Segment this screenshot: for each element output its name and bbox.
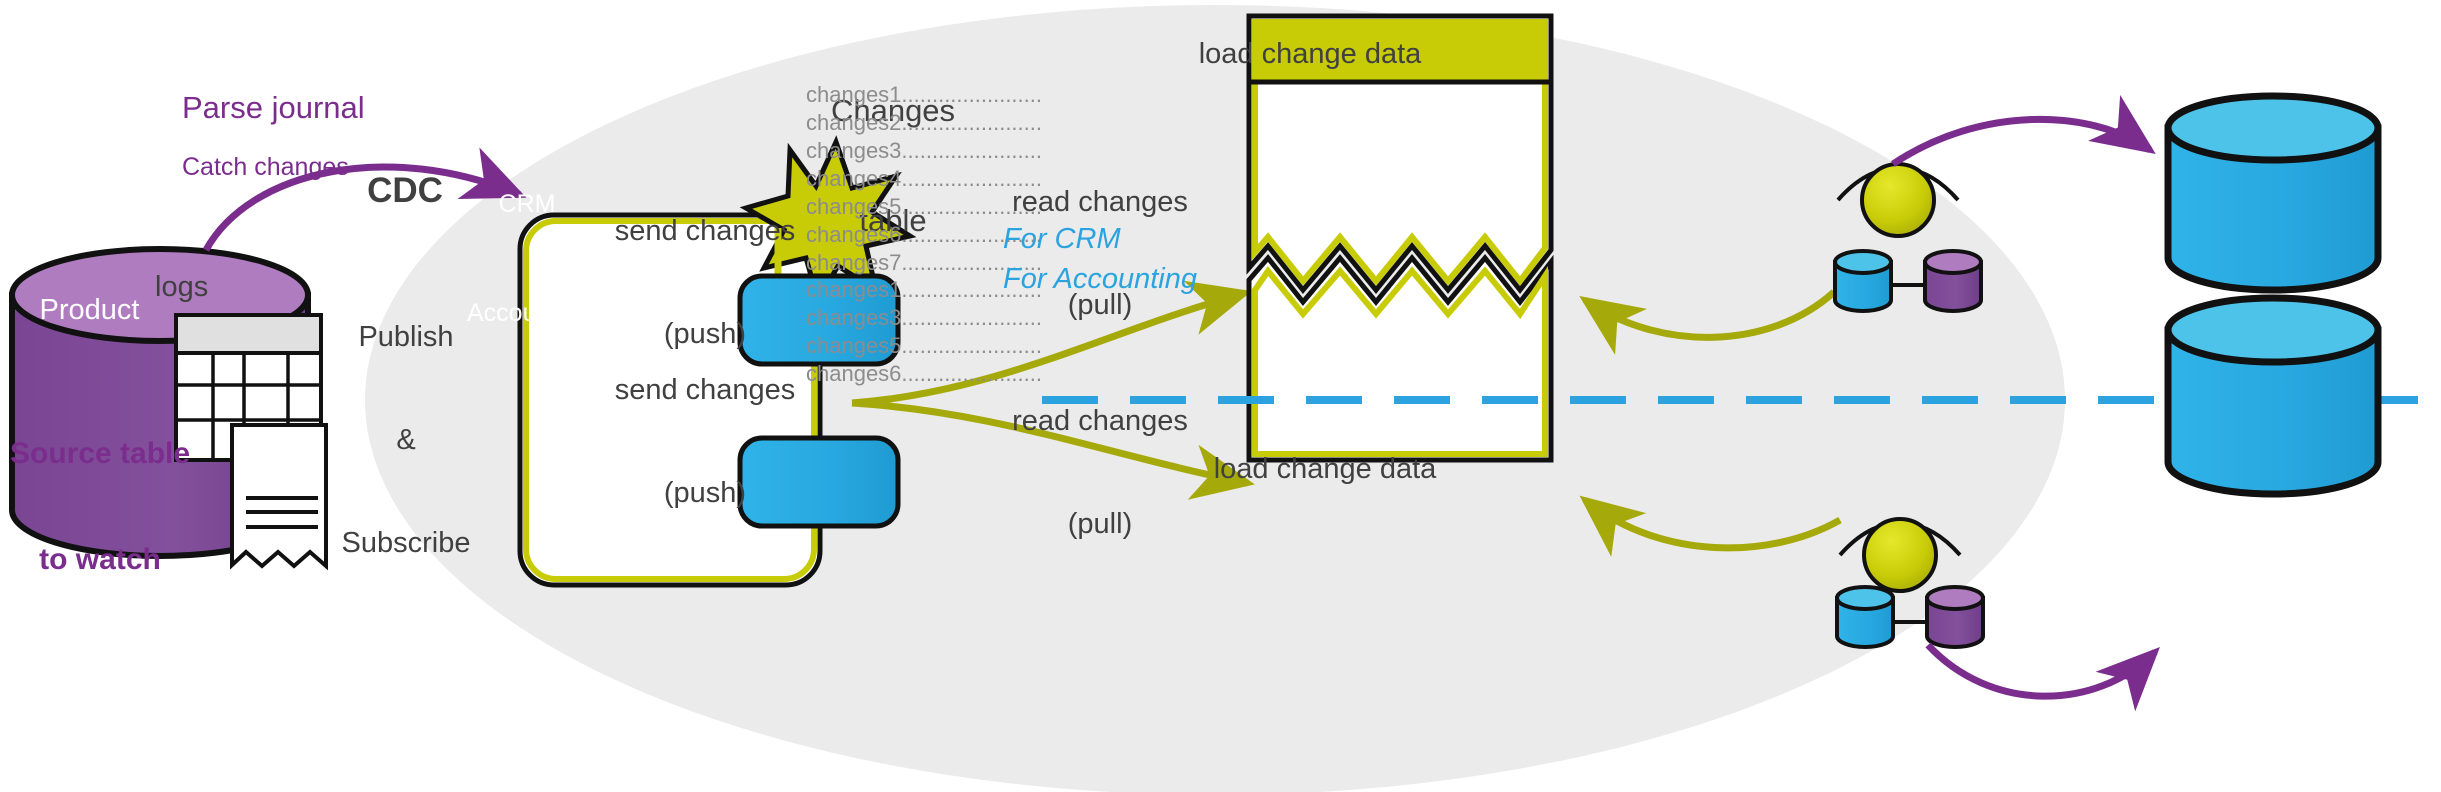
changes-upper-row: changes5....................... bbox=[806, 194, 1042, 219]
label-read-changes-bottom-line1: read changes bbox=[1012, 405, 1188, 438]
changes-upper-row: changes3....................... bbox=[806, 138, 1042, 163]
label-send-changes-bottom-line2: (push) bbox=[663, 477, 747, 510]
cdc-subtitle-line2: & bbox=[396, 424, 416, 457]
source-caption-line2: to watch bbox=[39, 542, 161, 576]
logs-document-icon bbox=[230, 423, 328, 571]
source-caption: Source table to watch bbox=[10, 365, 190, 648]
cdc-chip-accounting[interactable] bbox=[737, 435, 901, 529]
label-for-accounting: For Accounting bbox=[1003, 263, 1197, 295]
label-read-changes-bottom: read changes (pull) bbox=[1000, 336, 1200, 610]
etl-icon-bottom bbox=[1835, 517, 1985, 649]
cdc-subtitle: Publish & Subscribe bbox=[330, 252, 482, 628]
label-load-change-data-bottom: load change data bbox=[1213, 453, 1437, 485]
load-change-data-bottom-arrow bbox=[1925, 642, 2160, 712]
send-changes-top-arrow bbox=[851, 280, 1252, 407]
target-database-crm-label: CRM bbox=[1394, 148, 1452, 176]
logs-document-label: logs bbox=[155, 271, 209, 303]
cdc-subtitle-line3: Subscribe bbox=[341, 526, 471, 559]
changes-table-lower-rows: changes1....................... changes3.… bbox=[806, 276, 1042, 388]
read-changes-top-arrow bbox=[1579, 289, 1837, 355]
load-change-data-top-arrow bbox=[1891, 94, 2156, 167]
parse-journal-arrow bbox=[202, 147, 527, 252]
changes-table-title-line2: table bbox=[859, 202, 927, 238]
etl-icon-top bbox=[1833, 162, 1983, 313]
label-for-crm: For CRM bbox=[1003, 223, 1121, 255]
label-catch-changes: Catch changes bbox=[182, 153, 349, 181]
label-send-changes-top: send changes (push) bbox=[600, 146, 810, 420]
source-caption-line1: Source table bbox=[10, 436, 191, 470]
changes-table-title: Changes table bbox=[800, 20, 986, 313]
label-send-changes-top-line2: (push) bbox=[663, 318, 747, 351]
label-parse-journal: Parse journal bbox=[182, 90, 365, 125]
label-send-changes-bottom: send changes (push) bbox=[600, 305, 810, 579]
changes-upper-row: changes1....................... bbox=[806, 82, 1042, 107]
target-database-crm bbox=[2164, 92, 2382, 294]
cdc-chip-accounting-label[interactable]: Accounting bbox=[467, 299, 591, 327]
cdc-chip-crm-label[interactable]: CRM bbox=[498, 190, 556, 218]
label-send-changes-top-line1: send changes bbox=[614, 215, 796, 248]
changes-lower-row: changes3....................... bbox=[806, 305, 1042, 330]
changes-lower-row: changes1....................... bbox=[806, 277, 1042, 302]
label-send-changes-bottom-line1: send changes bbox=[614, 374, 796, 407]
changes-lower-row: changes6....................... bbox=[806, 361, 1042, 386]
label-read-changes-top-line2: (pull) bbox=[1067, 289, 1133, 322]
target-database-accounting-label: Accounting bbox=[1360, 352, 1484, 380]
changes-lower-row: changes5....................... bbox=[806, 333, 1042, 358]
changes-table-upper-rows: changes1....................... changes2.… bbox=[806, 81, 1042, 277]
changes-upper-row: changes2....................... bbox=[806, 110, 1042, 135]
target-database-accounting bbox=[2164, 294, 2382, 498]
label-read-changes-bottom-line2: (pull) bbox=[1067, 508, 1133, 541]
label-read-changes-top-line1: read changes bbox=[1012, 186, 1188, 219]
source-cylinder-label: Product bbox=[39, 294, 140, 326]
label-read-changes-top: read changes (pull) bbox=[1000, 117, 1200, 391]
changes-table bbox=[1246, 13, 1554, 463]
changes-table-title-line1: Changes bbox=[830, 93, 956, 129]
changes-upper-row: changes7....................... bbox=[806, 250, 1042, 275]
read-changes-bottom-arrow bbox=[1579, 495, 1842, 557]
label-load-change-data-top: load change data bbox=[1198, 38, 1422, 70]
changes-upper-row: changes4....................... bbox=[806, 166, 1042, 191]
changes-upper-row: changes6....................... bbox=[806, 222, 1042, 247]
cdc-title: CDC bbox=[367, 171, 443, 210]
cdc-subtitle-line1: Publish bbox=[358, 321, 454, 354]
send-changes-bottom-arrow bbox=[851, 399, 1255, 500]
cdc-chip-crm[interactable] bbox=[737, 273, 901, 367]
